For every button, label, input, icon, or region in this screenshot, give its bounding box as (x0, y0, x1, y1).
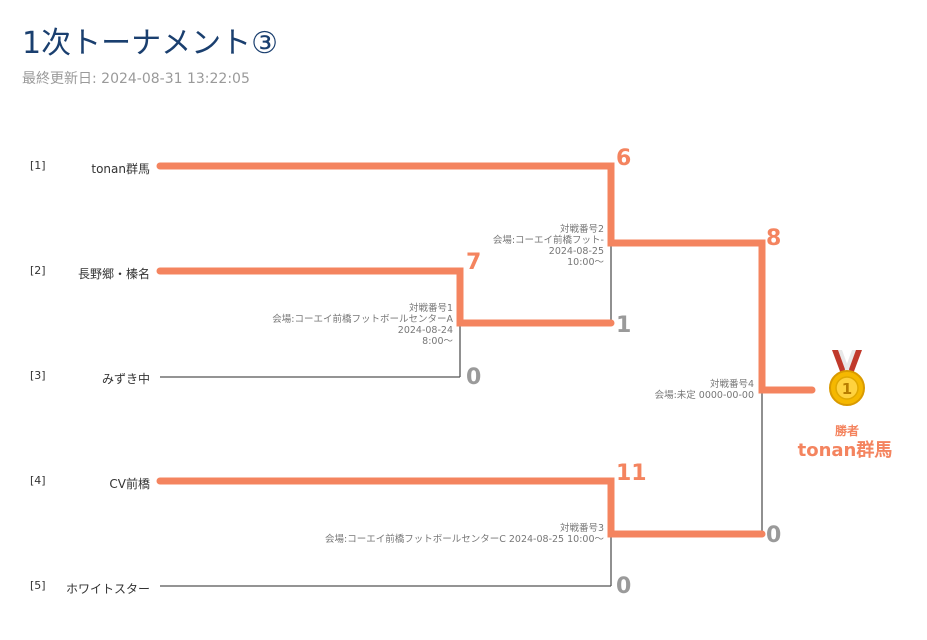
winner-name: tonan群馬 (797, 440, 893, 461)
seed-2: [2] (30, 264, 46, 277)
match4-score-bottom: 0 (766, 523, 782, 548)
match1-score-bottom: 0 (466, 365, 482, 390)
match1-venue: 会場:コーエイ前橋フットボールセンターA (272, 314, 453, 325)
match4-info[interactable]: 対戦番号4 会場:未定 0000-00-00 (655, 379, 754, 401)
team-nagano[interactable]: 長野郷・榛名 (77, 267, 150, 281)
match2-time: 10:00〜 (567, 257, 604, 268)
match3-venue: 会場:コーエイ前橋フットボールセンターC 2024-08-25 10:00〜 (325, 534, 604, 545)
line-cv-path (156, 477, 766, 538)
seed-1: [1] (30, 159, 46, 172)
line-nagano-path (156, 267, 615, 327)
match2-score-top: 6 (616, 146, 632, 171)
match1-time: 8:00〜 (422, 336, 453, 347)
match3-score-bottom: 0 (616, 574, 632, 599)
match3-label: 対戦番号3 (559, 523, 604, 534)
match3-info[interactable]: 対戦番号3 会場:コーエイ前橋フットボールセンターC 2024-08-25 10… (325, 523, 604, 545)
seed-4: [4] (30, 474, 46, 487)
winner-label: 勝者 (834, 424, 859, 438)
gold-medal-icon: 1 (826, 350, 868, 414)
line-tonan-path (156, 162, 816, 394)
match1-score-top: 7 (466, 250, 482, 275)
match4-label: 対戦番号4 (709, 379, 754, 390)
match4-score-top: 8 (766, 226, 782, 251)
match1-label: 対戦番号1 (408, 303, 453, 314)
match1-info[interactable]: 対戦番号1 会場:コーエイ前橋フットボールセンターA 2024-08-24 8:… (272, 303, 453, 347)
team-whitestar[interactable]: ホワイトスター (65, 582, 150, 596)
page-title: 1次トーナメント③ (22, 26, 278, 61)
seed-3: [3] (30, 369, 46, 382)
team-cv[interactable]: CV前橋 (109, 477, 150, 491)
match2-info[interactable]: 対戦番号2 会場:コーエイ前橋フット- 2024-08-25 10:00〜 (493, 224, 604, 268)
match2-venue: 会場:コーエイ前橋フット- (492, 235, 604, 246)
team-tonan[interactable]: tonan群馬 (91, 162, 150, 176)
match2-label: 対戦番号2 (559, 224, 604, 235)
team-mizuki[interactable]: みずき中 (101, 372, 150, 386)
match2-score-bottom: 1 (616, 313, 632, 338)
last-updated: 最終更新日: 2024-08-31 13:22:05 (22, 71, 250, 87)
match2-date: 2024-08-25 (548, 246, 604, 257)
svg-text:1: 1 (842, 380, 852, 398)
match3-score-top: 11 (616, 461, 647, 486)
match1-date: 2024-08-24 (397, 325, 453, 336)
match4-venue: 会場:未定 0000-00-00 (654, 390, 754, 401)
seed-5: [5] (30, 579, 46, 592)
